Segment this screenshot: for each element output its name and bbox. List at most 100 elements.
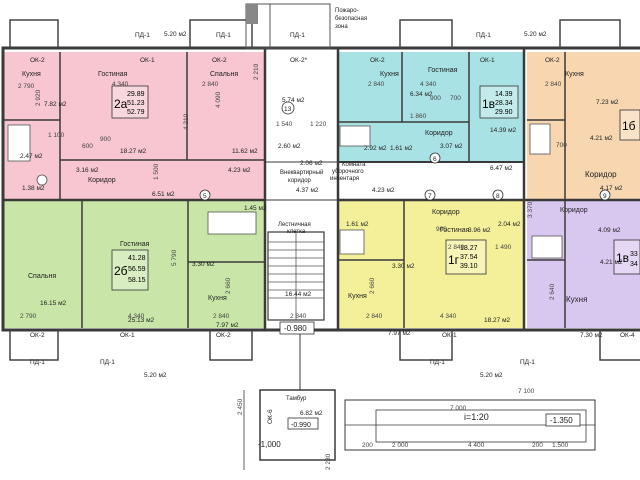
apt-1g-info: 1г 18.27 37.54 39.10 [445, 239, 487, 275]
dim-900-c: 900 [436, 226, 447, 233]
win-ok1-3: ОК-1 [120, 332, 135, 339]
bathtub-1g [339, 229, 365, 255]
bathtub-1v [339, 125, 371, 147]
dim-200-a: 200 [362, 442, 373, 449]
area-1v-kitchen: 6.34 м2 [410, 91, 433, 98]
dim-1500-b: 1.500 [552, 442, 569, 449]
door-pd1-8: ПД-1 [520, 359, 535, 366]
room-1v-corridor: Коридор [425, 130, 453, 137]
room-cleaning-3: инвентаря [330, 176, 359, 182]
levels: -0.980 -0.990 -1.350 -1,000 i=1:20 [258, 321, 581, 449]
area-tambur: 6.82 м2 [300, 410, 323, 417]
dim-1220: 1 220 [310, 121, 327, 128]
apt-1g-area2: 37.54 [460, 254, 478, 261]
level-ground: -1,000 [258, 440, 281, 449]
apt-1v-area2: 28.34 [495, 100, 513, 107]
area-1v-corr: 3.07 м2 [440, 143, 463, 150]
apt-2a-area3: 52.79 [127, 109, 145, 116]
door-pd1-4: ПД-1 [476, 32, 491, 39]
room-2a-kitchen: Кухня [22, 71, 41, 78]
bathtub-1w [531, 235, 563, 259]
area-1w-bath: 4.21 м2 [600, 259, 623, 266]
bathtub-2b [207, 211, 257, 235]
area-1w-kitchen: 7.30 м2 [580, 332, 603, 339]
dim-1540: 1 540 [276, 121, 293, 128]
dim-2840-b: 2 840 [368, 81, 385, 88]
dimensions: 2 790 4 340 2 840 2 840 4 340 2 840 2 79… [18, 63, 569, 470]
dim-2790-a: 2 790 [18, 83, 35, 90]
apt-2a-area1: 29.89 [127, 91, 145, 98]
room-1b-corridor: Коридор [585, 170, 617, 179]
area-1w-corr: 4.09 м2 [598, 227, 621, 234]
area-1g-wc: 1.61 м2 [346, 221, 369, 228]
dim-900-b: 900 [430, 95, 441, 102]
dim-4400: 4 400 [468, 442, 485, 449]
area-1g-kitchen: 7.97 м2 [388, 330, 411, 337]
area-corr-mid2: 4.23 м2 [228, 167, 251, 174]
apt-2a-code: 2а [114, 97, 128, 111]
apt-1v-info: 1в 14.39 28.34 29.90 [479, 85, 519, 119]
dim-2450: 2 450 [237, 398, 244, 415]
dim-2840-a: 2 840 [202, 81, 219, 88]
win-ok1-1: ОК-1 [140, 57, 155, 64]
area-2a-bedroom: 11.62 м2 [232, 148, 258, 155]
dim-4340-b: 4 340 [420, 81, 437, 88]
area-1b-corr: 4.17 м2 [600, 185, 623, 192]
axis-9: 9 [603, 193, 607, 200]
fixtures [7, 123, 563, 259]
balcony-area-1: 5.20 м2 [164, 31, 187, 38]
dim-2840-e: 2 840 [290, 313, 307, 320]
dim-2280: 2 280 [325, 453, 332, 470]
dim-2920: 2 920 [35, 89, 42, 106]
toilet-2a [36, 174, 48, 186]
room-2b-kitchen: Кухня [208, 295, 227, 302]
room-2a-bedroom: Спальня [210, 71, 238, 78]
room-1w-corridor: Коридор [560, 207, 588, 214]
room-1g-living: Гостиная [440, 227, 470, 234]
room-2a-living: Гостиная [98, 71, 128, 78]
balconies [9, 19, 640, 361]
room-out-corridor-1: Внеквартирный [280, 169, 323, 176]
room-labels: Кухня Гостиная Спальня Коридор Гостиная … [22, 8, 617, 402]
room-1b-kitchen: Кухня [565, 71, 584, 78]
axis-8: 8 [496, 193, 500, 200]
apt-1g-code: 1г [448, 253, 460, 267]
dim-2210: 2 210 [253, 63, 260, 80]
win-ok2-5: ОК-2 [30, 332, 45, 339]
dim-2000: 2 000 [392, 442, 409, 449]
area-corr-r: 6.47 м2 [490, 165, 513, 172]
dim-7100: 7 100 [518, 388, 535, 395]
area-1g-corr: 3.96 м2 [468, 227, 491, 234]
dim-2660-a: 2 660 [225, 277, 232, 294]
fire-zone-block [245, 3, 331, 49]
fire-zone-label-3: зона [335, 24, 348, 30]
dim-1490: 1 490 [495, 244, 512, 251]
area-2a-corr1: 3.16 м2 [76, 167, 99, 174]
dim-600: 600 [82, 143, 93, 150]
axis-markers: 5 6 7 8 9 13 [199, 101, 611, 201]
room-stair-1: Лестничная [278, 222, 311, 228]
dim-200-b: 200 [532, 442, 543, 449]
area-corr-mid: 4.37 м2 [296, 187, 319, 194]
dim-2660-b: 2 660 [369, 277, 376, 294]
apt-2b-area3: 58.15 [128, 277, 146, 284]
dim-2840-f: 2 840 [366, 313, 383, 320]
dim-900-a: 900 [100, 136, 111, 143]
area-stair: 16.44 м2 [285, 291, 312, 298]
apt-2b-area2: 56.59 [128, 266, 146, 273]
fire-zone-label-1: Пожаро- [335, 8, 359, 14]
room-areas: 7.82 м2 18.27 м2 11.62 м2 2.47 м2 3.16 м… [20, 91, 623, 417]
level-ramp: -1.350 [550, 416, 573, 425]
dim-700-a: 700 [450, 95, 461, 102]
area-1b-kitchen: 7.23 м2 [596, 99, 619, 106]
dim-5790: 5 790 [171, 249, 178, 266]
win-ok2-4: ОК-2 [545, 57, 560, 64]
room-1v-living: Гостиная [428, 67, 458, 74]
walls [1, 46, 640, 332]
axis-6: 6 [433, 156, 437, 163]
win-ok2-6: ОК-2 [216, 332, 231, 339]
bathtub-2a [7, 124, 31, 162]
dim-2640: 2 640 [549, 283, 556, 300]
apt-2b-info: 2б 41.28 56.59 58.15 [111, 249, 149, 291]
